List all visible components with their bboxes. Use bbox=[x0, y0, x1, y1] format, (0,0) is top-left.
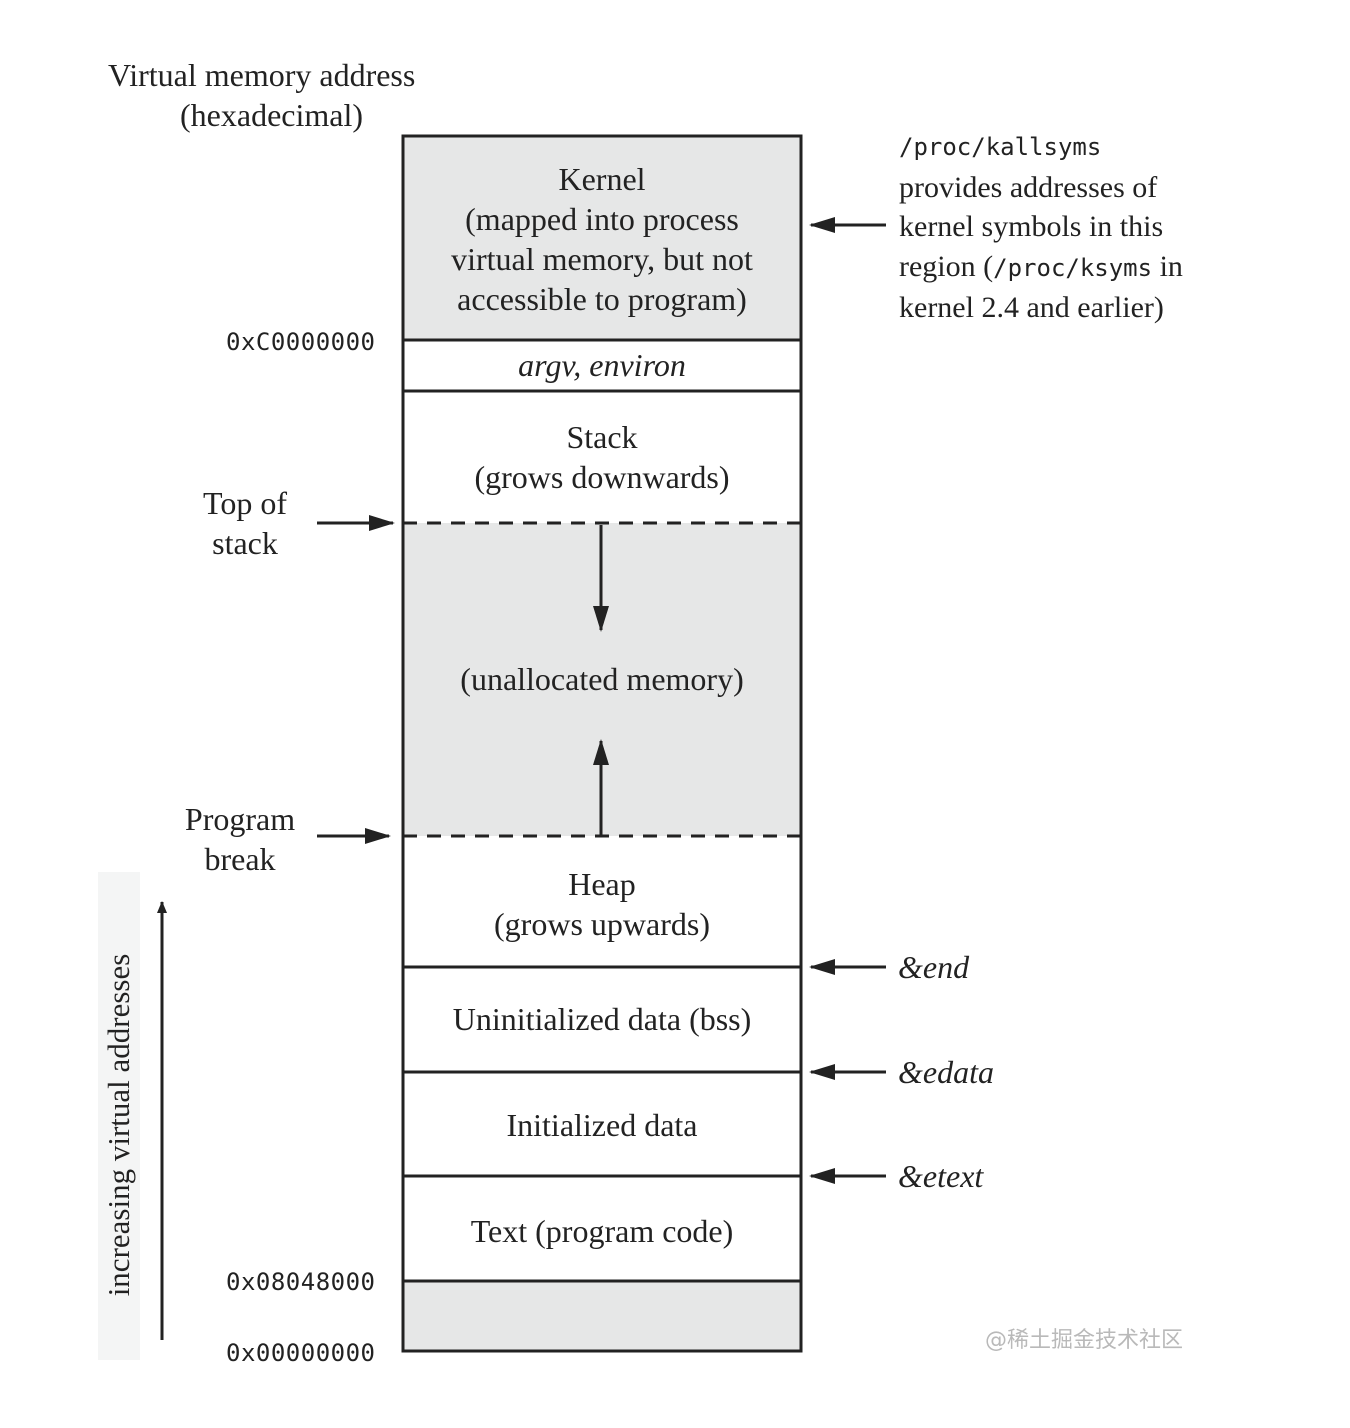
top-of-stack-line1: Top of bbox=[203, 485, 287, 521]
initialized-data-label: Initialized data bbox=[506, 1107, 698, 1143]
program-break-line1: Program bbox=[184, 801, 296, 837]
argv-environ-label: argv, environ bbox=[518, 347, 686, 383]
program-break-line2: break bbox=[204, 841, 276, 877]
stack-desc: (grows downwards) bbox=[474, 459, 730, 495]
address-zero: 0x00000000 bbox=[226, 1339, 376, 1367]
kallsyms-desc-4: kernel 2.4 and earlier) bbox=[899, 291, 1164, 324]
kallsyms-desc-2: kernel symbols in this bbox=[899, 210, 1164, 243]
top-of-stack-label: Top of stack bbox=[180, 483, 310, 563]
kernel-title: Kernel bbox=[558, 161, 646, 197]
heap-title: Heap bbox=[568, 866, 636, 902]
stack-title: Stack bbox=[566, 419, 638, 455]
etext-symbol-label: &etext bbox=[898, 1158, 984, 1194]
kernel-desc-3: accessible to program) bbox=[457, 281, 747, 317]
header-line1: Virtual memory address bbox=[108, 57, 416, 93]
increasing-panel bbox=[98, 872, 140, 1360]
address-text-start: 0x08048000 bbox=[226, 1268, 376, 1296]
unallocated-label: (unallocated memory) bbox=[460, 661, 744, 697]
address-kernel-start: 0xC0000000 bbox=[226, 328, 376, 356]
heap-label: Heap (grows upwards) bbox=[403, 864, 801, 944]
watermark: @稀土掘金技术社区 bbox=[985, 1328, 1184, 1353]
kernel-label: Kernel (mapped into process virtual memo… bbox=[403, 159, 801, 319]
kallsyms-desc-3b: in bbox=[1152, 249, 1183, 283]
bss-label: Uninitialized data (bss) bbox=[452, 1001, 752, 1037]
heap-desc: (grows upwards) bbox=[494, 906, 710, 942]
edata-symbol-label: &edata bbox=[898, 1054, 994, 1090]
program-break-label: Program break bbox=[170, 799, 310, 879]
kernel-desc-2: virtual memory, but not bbox=[451, 241, 753, 277]
memory-column-border bbox=[401, 134, 803, 1353]
text-segment-label: Text (program code) bbox=[470, 1213, 734, 1249]
stack-label: Stack (grows downwards) bbox=[403, 417, 801, 497]
kallsyms-path: /proc/kallsyms bbox=[899, 133, 1102, 161]
kallsyms-note: /proc/kallsyms provides addresses of ker… bbox=[899, 128, 1183, 328]
kernel-region bbox=[403, 136, 801, 340]
ksyms-path: /proc/ksyms bbox=[993, 253, 1153, 282]
top-of-stack-line2: stack bbox=[212, 525, 278, 561]
kallsyms-desc-3: region (/proc/ksyms in bbox=[899, 247, 1183, 289]
kallsyms-desc-1: provides addresses of bbox=[899, 170, 1158, 204]
null-region bbox=[403, 1281, 801, 1351]
increasing-addresses-label: increasing virtual addresses bbox=[101, 953, 136, 1297]
header-line2: (hexadecimal) bbox=[180, 97, 363, 133]
kallsyms-desc-3a: region ( bbox=[899, 249, 994, 283]
kernel-desc-1: (mapped into process bbox=[465, 201, 739, 237]
end-symbol-label: &end bbox=[898, 949, 970, 985]
